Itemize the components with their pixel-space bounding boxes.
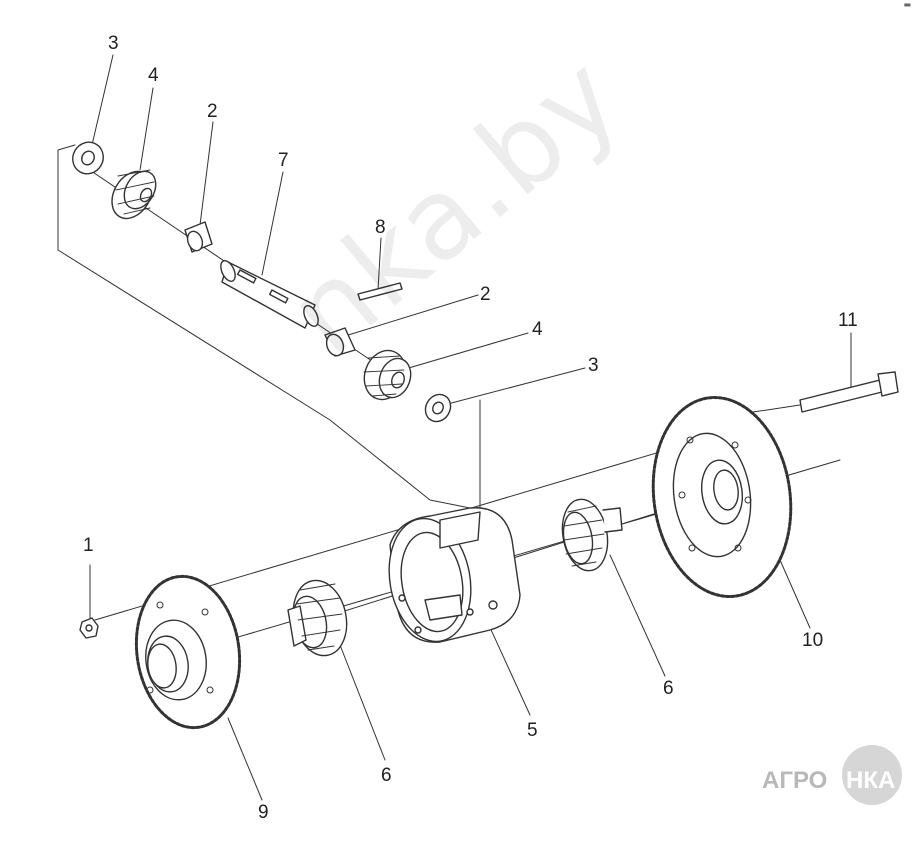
bolt [799, 371, 899, 413]
bevel-gear-right [561, 498, 623, 572]
part-label-8: 8 [375, 217, 386, 238]
bushing-mid [324, 327, 356, 357]
brand-logo: АГРО НКА [762, 745, 902, 815]
logo-text-right: НКА [846, 767, 896, 794]
part-label-10: 10 [802, 630, 824, 651]
bevel-pinion-top [111, 169, 157, 220]
part-label-5: 5 [527, 720, 538, 741]
bevel-gear-left [287, 579, 348, 657]
washer-mid [424, 393, 452, 423]
differential-housing [388, 507, 521, 643]
gear-small [134, 574, 242, 730]
part-label-2-mid: 2 [480, 284, 491, 305]
pin [357, 282, 403, 301]
part-label-4-top: 4 [148, 65, 159, 86]
shaft [220, 260, 319, 329]
part-label-6-right: 6 [663, 678, 674, 699]
part-label-4-mid: 4 [532, 319, 543, 340]
part-label-11: 11 [838, 310, 858, 331]
bevel-pinion-mid [363, 349, 412, 401]
part-label-9: 9 [258, 802, 269, 823]
logo-circle-icon [842, 745, 902, 805]
part-label-3-mid: 3 [588, 355, 599, 376]
part-label-1: 1 [83, 535, 94, 556]
bushing-top [184, 221, 213, 253]
part-label-2-top: 2 [207, 101, 218, 122]
nut [79, 617, 99, 639]
part-label-6-left: 6 [381, 765, 392, 786]
corner-mark: ▬ [903, 0, 911, 9]
washer-top [72, 141, 104, 175]
ring-gear-large [651, 396, 793, 598]
leader-lines [89, 54, 852, 801]
part-label-7: 7 [278, 150, 289, 171]
part-label-3-top: 3 [108, 33, 119, 54]
logo-text-left: АГРО [762, 767, 828, 794]
